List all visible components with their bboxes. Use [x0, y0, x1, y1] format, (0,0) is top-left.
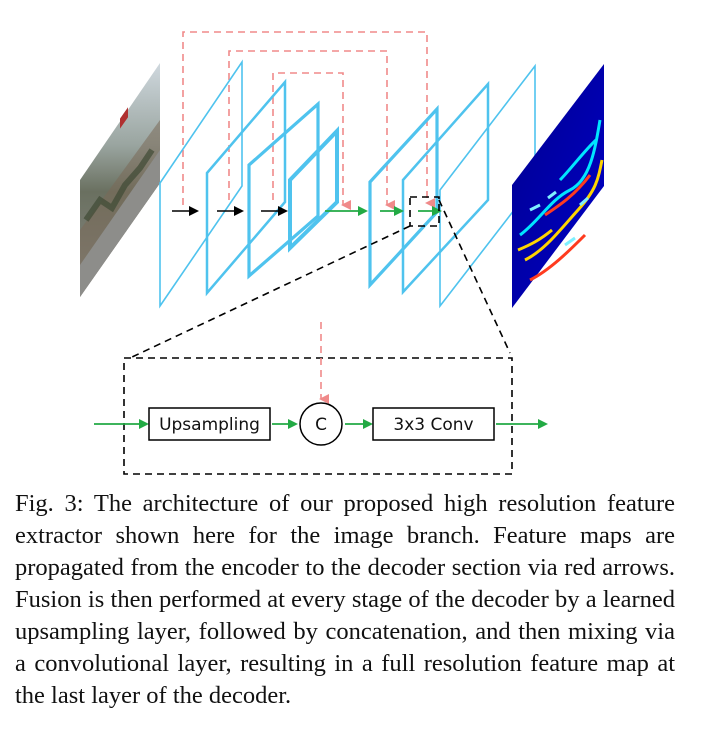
- encoder-map-2: [205, 78, 287, 297]
- decoder-feature-maps: [368, 63, 536, 309]
- zoom-box: [409, 196, 440, 227]
- decoder-map-2: [401, 80, 490, 296]
- concat-label: C: [315, 415, 327, 435]
- skip-inner: [272, 72, 351, 210]
- output-feature-map: [512, 64, 604, 308]
- detail-box: [123, 357, 513, 475]
- upsampling-label: Upsampling: [159, 415, 260, 435]
- conv-label: 3x3 Conv: [393, 415, 473, 435]
- zoom-indicator: [123, 196, 513, 475]
- concat-node: C: [299, 402, 343, 446]
- input-image: [80, 63, 160, 297]
- skip-middle: [228, 50, 395, 210]
- skip-outer: [182, 31, 435, 208]
- encoder-map-1: [159, 59, 243, 309]
- figure-caption: Fig. 3: The architecture of our proposed…: [15, 490, 675, 709]
- skip-connections: [182, 31, 435, 210]
- upsampling-block: Upsampling: [148, 407, 271, 441]
- encoder-feature-maps: [159, 59, 339, 309]
- conv-block: 3x3 Conv: [372, 407, 495, 441]
- encoder-map-4: [288, 126, 339, 253]
- architecture-diagram: Upsampling C 3x3 Conv: [80, 31, 604, 475]
- encoder-map-3: [247, 100, 320, 280]
